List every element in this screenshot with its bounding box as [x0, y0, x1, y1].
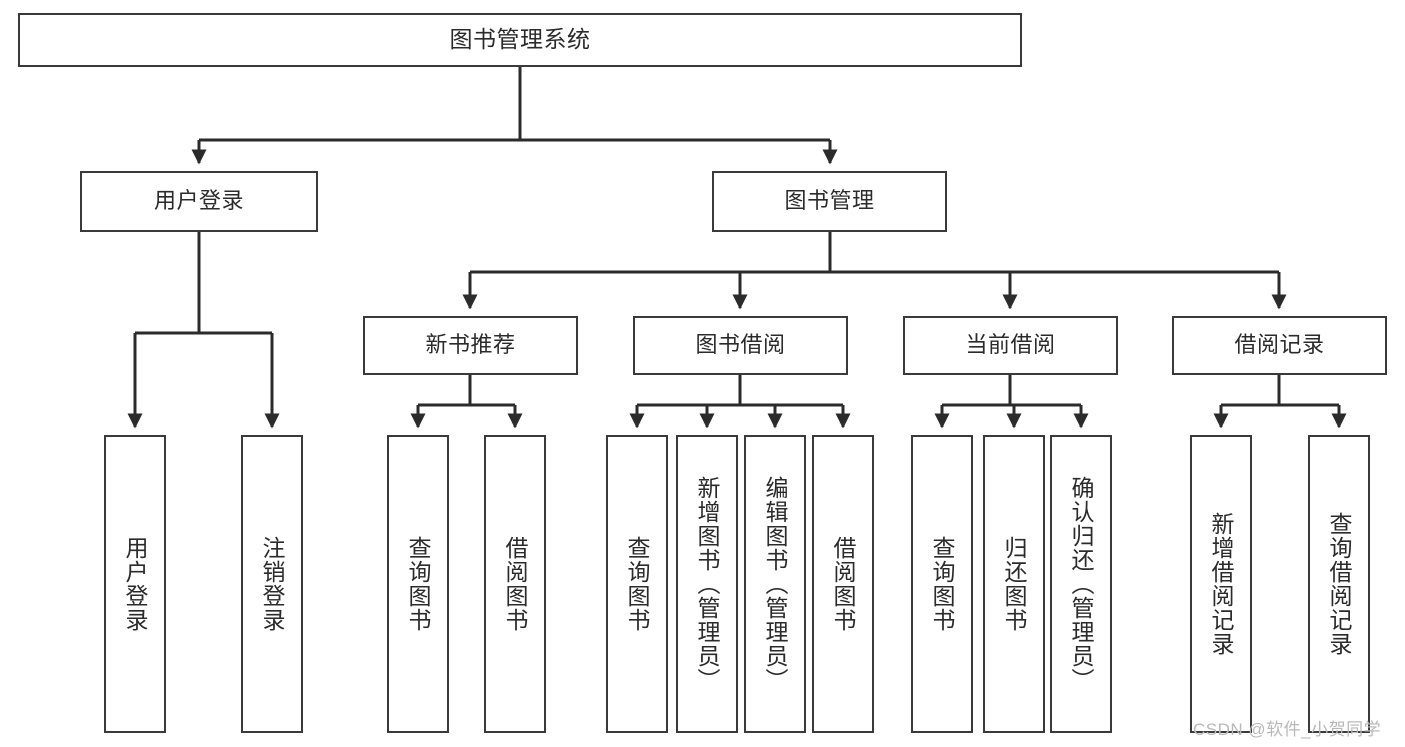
node-leaf-confirm-return[interactable]: 确认归还（管理员）: [1050, 435, 1112, 733]
leaf-label: 用户登录: [122, 536, 149, 632]
node-leaf-user-logout[interactable]: 注销登录: [241, 435, 303, 733]
node-leaf-borrow-book-2[interactable]: 借阅图书: [812, 435, 874, 733]
node-current-borrow[interactable]: 当前借阅: [903, 316, 1118, 375]
node-leaf-query-book-1[interactable]: 查询图书: [387, 435, 449, 733]
leaf-label: 查询借阅记录: [1326, 512, 1353, 656]
node-leaf-add-book[interactable]: 新增图书（管理员）: [676, 435, 738, 733]
node-leaf-borrow-book-1[interactable]: 借阅图书: [484, 435, 546, 733]
node-book-borrow[interactable]: 图书借阅: [633, 316, 848, 375]
leaf-label: 借阅图书: [502, 536, 529, 632]
leaf-label: 新增借阅记录: [1208, 512, 1235, 656]
node-leaf-add-record[interactable]: 新增借阅记录: [1190, 435, 1252, 733]
node-leaf-user-login[interactable]: 用户登录: [104, 435, 166, 733]
leaf-label: 新增图书（管理员）: [694, 476, 721, 692]
leaf-label: 注销登录: [259, 536, 286, 632]
node-book-manage[interactable]: 图书管理: [712, 171, 947, 232]
node-leaf-query-book-3[interactable]: 查询图书: [911, 435, 973, 733]
leaf-label: 确认归还（管理员）: [1068, 476, 1095, 692]
node-root-system[interactable]: 图书管理系统: [18, 13, 1022, 67]
node-leaf-edit-book[interactable]: 编辑图书（管理员）: [744, 435, 806, 733]
leaf-label: 查询图书: [929, 536, 956, 632]
node-new-book-recommend[interactable]: 新书推荐: [363, 316, 578, 375]
node-user-login[interactable]: 用户登录: [80, 171, 318, 232]
node-leaf-query-book-2[interactable]: 查询图书: [606, 435, 668, 733]
leaf-label: 查询图书: [624, 536, 651, 632]
node-leaf-query-record[interactable]: 查询借阅记录: [1308, 435, 1370, 733]
watermark-credit: CSDN @软件_小贺同学: [1193, 720, 1382, 739]
leaf-label: 查询图书: [405, 536, 432, 632]
leaf-label: 归还图书: [1001, 536, 1028, 632]
node-leaf-return-book[interactable]: 归还图书: [983, 435, 1045, 733]
leaf-label: 编辑图书（管理员）: [762, 476, 789, 692]
node-borrow-record[interactable]: 借阅记录: [1172, 316, 1387, 375]
leaf-label: 借阅图书: [830, 536, 857, 632]
